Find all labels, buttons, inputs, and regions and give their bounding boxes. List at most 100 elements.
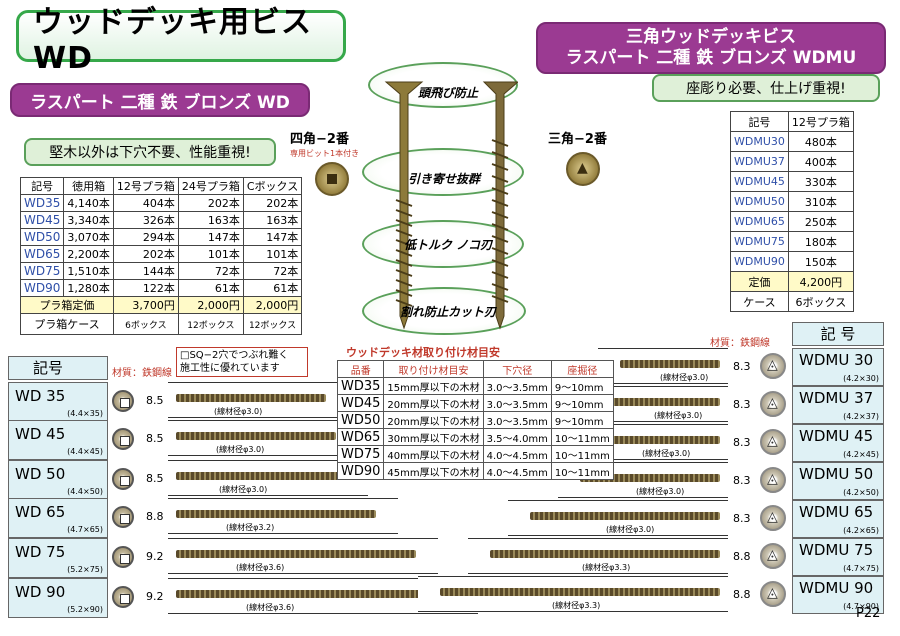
price-label: プラ箱定価 — [20, 296, 114, 314]
triangle-head-icon — [760, 543, 786, 569]
qty-cell: 330本 — [787, 171, 854, 192]
wire-diameter: (線材径φ3.6) — [246, 603, 295, 612]
head-diameter: 8.8 — [733, 550, 751, 563]
wire-diameter: (線材径φ3.0) — [606, 525, 655, 534]
wdmu-dims: (4.2×50) — [843, 488, 879, 497]
table-header: 徳用箱 — [63, 177, 114, 195]
wdmu-list-row: WDMU 37(4.2×37) — [792, 386, 884, 424]
wd-code: WD 50 — [15, 465, 66, 483]
case-label: プラ箱ケース — [20, 313, 114, 335]
wdmu-dims: (4.2×30) — [843, 374, 879, 383]
wdmu-list-row: WDMU 75(4.7×75) — [792, 538, 884, 576]
triangle-head-icon — [760, 391, 786, 417]
wdmu-screw — [490, 550, 720, 558]
wd-list-row: WD 75(5.2×75) — [8, 538, 108, 578]
code-cell: WD35 — [19, 194, 65, 212]
feature-label: 低トルク ノコ刃 — [404, 238, 493, 252]
head-diameter: 8.3 — [733, 474, 751, 487]
qty-cell: 147本 — [242, 228, 303, 246]
wire-diameter: (線材径φ3.2) — [226, 523, 275, 532]
guide-title: ウッドデッキ材取り付け材目安 — [346, 346, 500, 359]
wd-code: WD 35 — [15, 387, 66, 405]
price-cell: 2,000円 — [242, 296, 303, 314]
sq-note-line2: 施工性に優れています — [180, 363, 280, 374]
head-diameter: 8.5 — [146, 472, 164, 485]
wire-diameter: (線材径φ3.0) — [216, 445, 265, 454]
wdmu-list-row: WDMU 90(4.7×90) — [792, 576, 884, 614]
wd-dims: (4.4×50) — [67, 487, 103, 496]
wdmu-subtitle-line2: ラスパート 二種 鉄 ブロンズ WDMU — [565, 48, 857, 68]
code-cell: WD75 — [336, 445, 385, 463]
wdmu-dims: (4.7×75) — [843, 564, 879, 573]
table-header: 12号プラ箱 — [787, 111, 854, 132]
price-cell: 3,700円 — [112, 296, 179, 314]
code-cell: WD65 — [336, 428, 385, 446]
wdmu-code: WDMU 50 — [799, 465, 874, 483]
square-head-icon — [112, 546, 134, 568]
wdmu-screw — [610, 398, 720, 406]
wdmu-list-row: WDMU 30(4.2×30) — [792, 348, 884, 386]
wdmu-code: WDMU 65 — [799, 503, 874, 521]
price-cell: 2,000円 — [177, 296, 244, 314]
price-row: プラ箱定価 3,700円 2,000円 2,000円 — [20, 296, 303, 314]
table-header: 24号プラ箱 — [177, 177, 244, 195]
triangle-head-icon — [760, 467, 786, 493]
code-cell: WD35 — [336, 377, 385, 395]
code-cell: WDMU90 — [730, 251, 789, 272]
feature-label: 頭飛び防止 — [418, 86, 479, 100]
table-header: 取り付け材目安 — [383, 360, 484, 378]
wd-screw — [176, 510, 376, 518]
qty-cell: 294本 — [112, 228, 179, 246]
case-cell: 6ボックス — [112, 313, 179, 335]
wd-dims: (4.4×45) — [67, 447, 103, 456]
wd-screw — [176, 590, 456, 598]
guide-cell: 40mm厚以下の木材 — [383, 445, 484, 463]
wdmu-dims: (4.2×65) — [843, 526, 879, 535]
qty-cell: 202本 — [112, 245, 179, 263]
wire-diameter: (線材径φ3.0) — [660, 373, 709, 382]
code-cell: WD90 — [336, 462, 385, 480]
qty-cell: 404本 — [112, 194, 179, 212]
head-diameter: 9.2 — [146, 550, 164, 563]
qty-cell: 310本 — [787, 191, 854, 212]
triangle-head-icon — [760, 353, 786, 379]
guide-cell: 3.0〜3.5mm — [482, 377, 552, 395]
qty-cell: 1,510本 — [63, 262, 114, 280]
qty-cell: 101本 — [242, 245, 303, 263]
head-diameter: 8.3 — [733, 512, 751, 525]
code-cell: WDMU75 — [730, 231, 789, 252]
wdmu-note: 座彫り必要、仕上げ重視! — [652, 74, 880, 102]
wd-screw — [176, 394, 326, 402]
guide-cell: 9〜10mm — [550, 411, 614, 429]
table-header: 下穴径 — [482, 360, 552, 378]
wd-note: 堅木以外は下穴不要、性能重視! — [24, 138, 276, 166]
sq-note-line1: □SQ−2穴でつぶれ難く — [180, 350, 289, 361]
wdmu-screw — [590, 436, 720, 444]
wdmu-code: WDMU 45 — [799, 427, 874, 445]
wdmu-screw — [580, 474, 720, 482]
qty-cell: 400本 — [787, 151, 854, 172]
screw-left-illustration — [384, 81, 424, 330]
guide-cell: 20mm厚以下の木材 — [383, 394, 484, 412]
wdmu-list-row: WDMU 45(4.2×45) — [792, 424, 884, 462]
wd-material-label: 材質：鉄鋼線 — [112, 368, 172, 379]
table-header: 品番 — [336, 360, 385, 378]
guide-cell: 45mm厚以下の木材 — [383, 462, 484, 480]
center-screws-illustration — [384, 81, 518, 330]
guide-cell: 15mm厚以下の木材 — [383, 377, 484, 395]
qty-cell: 180本 — [787, 231, 854, 252]
code-cell: WDMU45 — [730, 171, 789, 192]
qty-cell: 250本 — [787, 211, 854, 232]
